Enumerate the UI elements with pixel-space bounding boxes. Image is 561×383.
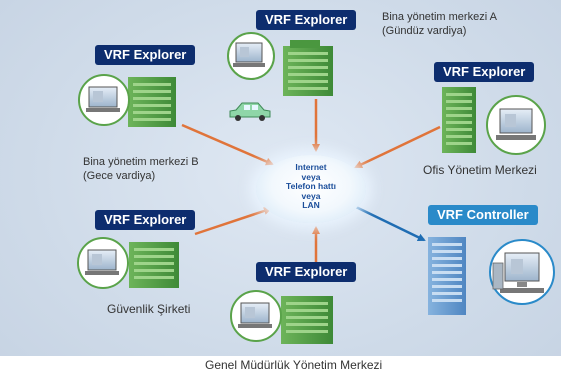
label-upper-left-line1: Bina yönetim merkezi B bbox=[83, 156, 199, 168]
label-top-line2: (Gündüz vardiya) bbox=[382, 25, 467, 37]
node-upper-right-graphic bbox=[442, 87, 546, 155]
bottom-strip bbox=[0, 356, 561, 383]
badge-controller: VRF Controller bbox=[428, 205, 538, 225]
network-hub bbox=[256, 155, 366, 223]
badge-top: VRF Explorer bbox=[256, 10, 357, 30]
node-upper-left-graphic bbox=[78, 74, 176, 127]
label-top-line1: Bina yönetim merkezi A bbox=[382, 11, 497, 23]
hub-label: Internet veya Telefon hattı veya LAN bbox=[256, 162, 366, 211]
arrow-upper-right bbox=[354, 125, 441, 169]
arrow-upper-left bbox=[181, 123, 274, 166]
caption-bottom: Genel Müdürlük Yönetim Merkezi bbox=[205, 358, 383, 372]
arrows bbox=[181, 99, 441, 262]
label-upper-left-line2: (Gece vardiya) bbox=[83, 170, 156, 182]
badge-bottom: VRF Explorer bbox=[256, 262, 357, 282]
badge-upper-left: VRF Explorer bbox=[95, 45, 196, 65]
hub-line-phone: Telefon hattı bbox=[286, 181, 336, 191]
caption-upper-right: Ofis Yönetim Merkezi bbox=[423, 163, 537, 177]
hub-line-internet: Internet bbox=[295, 162, 327, 172]
hub-line-or-1: veya bbox=[301, 171, 321, 182]
hub-line-lan: LAN bbox=[302, 200, 320, 210]
node-lower-left-graphic bbox=[77, 237, 179, 289]
badge-upper-right: VRF Explorer bbox=[434, 62, 535, 82]
badge-lower-left: VRF Explorer bbox=[95, 210, 196, 230]
car-icon bbox=[229, 102, 271, 121]
arrow-to-controller bbox=[355, 205, 426, 242]
server-tower-icon bbox=[428, 237, 466, 315]
node-bottom-graphic bbox=[230, 290, 333, 344]
hub-line-or-2: veya bbox=[301, 190, 321, 201]
node-controller-graphic bbox=[428, 237, 555, 315]
arrow-lower-left bbox=[194, 207, 272, 236]
node-top-graphic bbox=[227, 32, 333, 96]
caption-lower-left: Güvenlik Şirketi bbox=[107, 302, 191, 316]
